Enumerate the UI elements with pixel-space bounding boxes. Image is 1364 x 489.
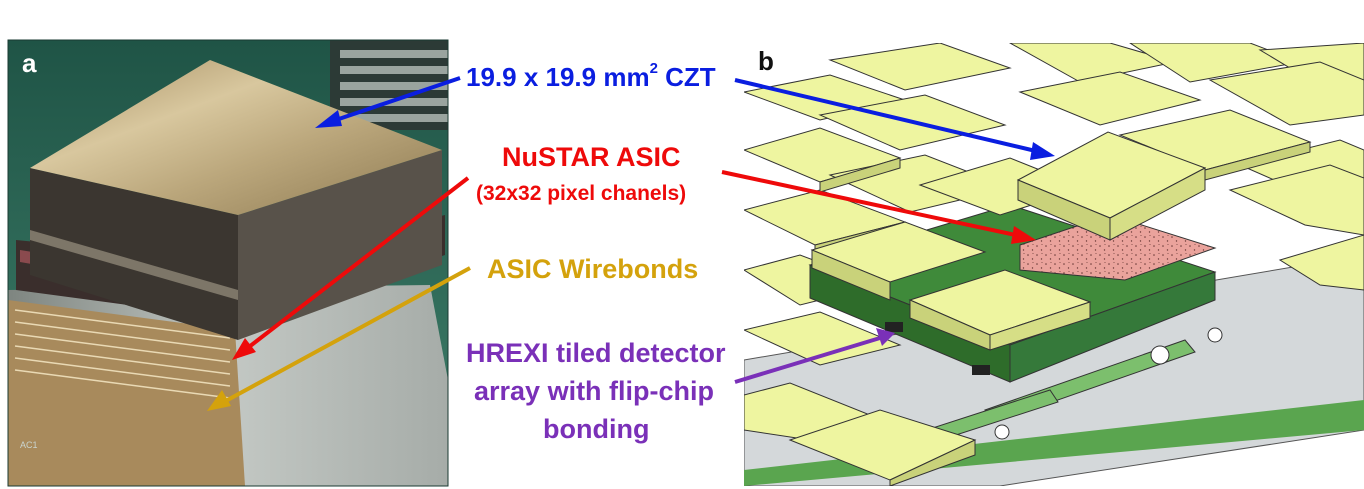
flip-chip-module <box>808 131 1217 383</box>
label-hrexi-line3: bonding <box>543 414 650 444</box>
arrow-asic-to-panel-a <box>232 176 470 360</box>
label-asic-title: NuSTAR ASIC <box>502 142 681 172</box>
label-hrexi-line2: array with flip-chip <box>474 376 715 406</box>
arrow-czt-to-panel-b <box>734 78 1055 160</box>
arrow-asic-to-panel-b <box>721 170 1036 244</box>
label-czt: 19.9 x 19.9 mm2 CZT <box>466 60 716 93</box>
label-czt-suffix: CZT <box>657 62 716 92</box>
arrow-hrexi <box>734 328 895 384</box>
panel-b-render <box>744 43 1364 486</box>
wirebond-pins <box>14 309 231 399</box>
label-asic-sub: (32x32 pixel chanels) <box>476 182 687 205</box>
arrow-czt-to-panel-a <box>315 76 461 128</box>
panel-a-frame <box>7 39 449 487</box>
arrow-wirebonds <box>207 266 471 411</box>
panel-a-photo: AC1 <box>8 40 448 486</box>
panel-label-a: a <box>22 48 37 78</box>
label-czt-prefix: 19.9 x 19.9 mm <box>466 62 650 92</box>
svg-text:AC1: AC1 <box>20 440 38 450</box>
czt-crystal-top <box>30 60 442 215</box>
label-czt-sup: 2 <box>649 60 658 77</box>
label-hrexi-line1: HREXI tiled detector <box>466 338 726 368</box>
label-wirebonds: ASIC Wirebonds <box>487 254 699 284</box>
panel-label-b: b <box>758 46 774 76</box>
